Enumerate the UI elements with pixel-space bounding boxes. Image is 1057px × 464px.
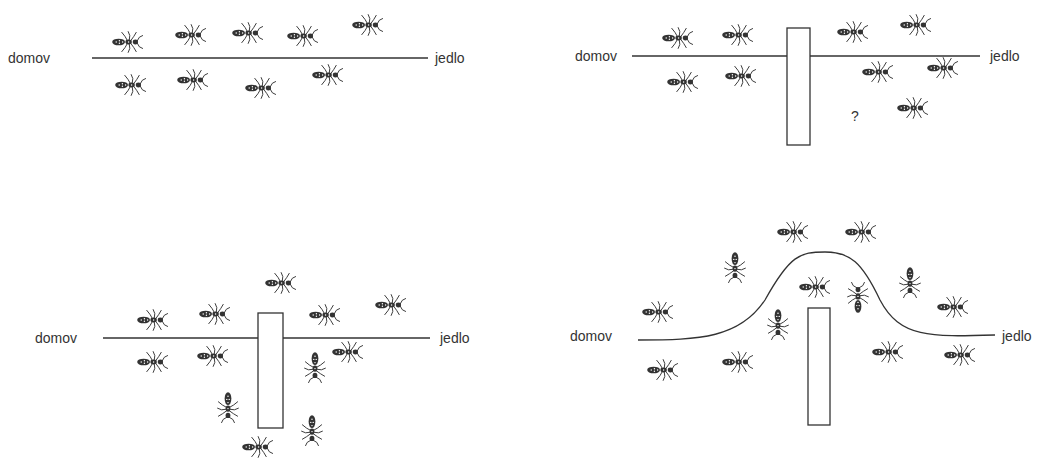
ants (112, 15, 974, 458)
ant (897, 98, 927, 119)
ant (927, 58, 957, 79)
place-label: domov (8, 51, 50, 65)
obstacle (808, 308, 830, 425)
ant (937, 297, 967, 318)
ant (722, 352, 752, 373)
ant (218, 392, 239, 422)
ant (242, 437, 272, 458)
ant (232, 23, 262, 44)
place-label: jedlo (1002, 329, 1032, 343)
ant (197, 346, 227, 367)
ant (375, 295, 405, 316)
trail-line (92, 57, 428, 58)
place-label: domov (35, 331, 77, 345)
ant (662, 28, 692, 49)
place-label: jedlo (435, 51, 465, 65)
ant (722, 25, 752, 46)
ant (115, 75, 145, 96)
ant (305, 352, 326, 382)
ant (137, 310, 167, 331)
ant (725, 66, 755, 87)
ant (302, 415, 323, 445)
ant (900, 15, 930, 36)
ant (287, 26, 317, 47)
ant (837, 22, 867, 43)
ant (137, 352, 167, 373)
ant (872, 342, 902, 363)
ant (177, 70, 207, 91)
place-label: domov (575, 49, 617, 63)
ant (332, 342, 362, 363)
ant (725, 252, 746, 282)
ant (768, 309, 789, 339)
ant (944, 345, 974, 366)
ant (309, 305, 339, 326)
ant (667, 72, 697, 93)
ant (647, 360, 677, 381)
obstacle (258, 313, 283, 428)
ant (245, 78, 275, 99)
ant (175, 25, 205, 46)
place-label: domov (570, 329, 612, 343)
ant (312, 65, 342, 86)
ant (848, 282, 869, 312)
place-label: jedlo (990, 49, 1020, 63)
ant (642, 302, 672, 323)
ant (799, 277, 829, 298)
question-mark: ? (851, 109, 859, 123)
ant (112, 32, 142, 53)
ant (845, 222, 875, 243)
ant (900, 267, 921, 297)
ant (777, 222, 807, 243)
ant (862, 62, 892, 83)
ant (199, 304, 229, 325)
ant (265, 273, 295, 294)
place-label: jedlo (440, 331, 470, 345)
obstacle (787, 28, 810, 145)
ant (352, 15, 382, 36)
